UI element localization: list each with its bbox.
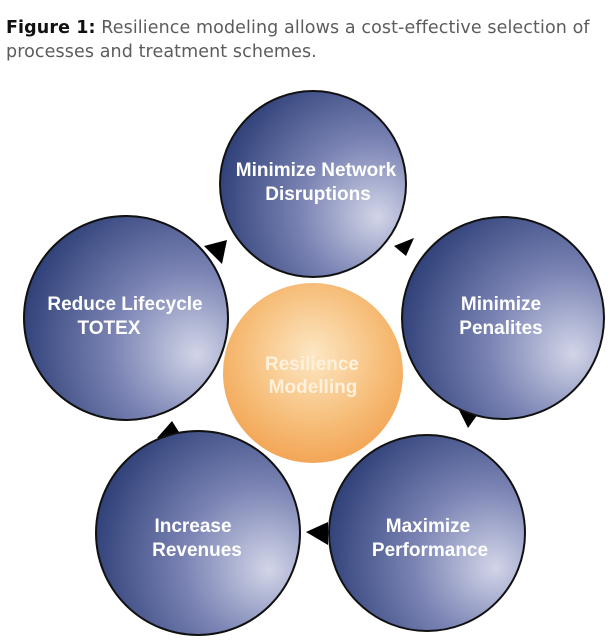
node-label-line2: Revenues xyxy=(152,540,242,561)
node-label-line2: Disruptions xyxy=(265,184,371,205)
node-circle xyxy=(328,434,526,632)
node-label-line2: Penalites xyxy=(459,318,542,339)
node-circle xyxy=(401,216,605,420)
center-resilience-modelling: Resilience Modelling xyxy=(223,283,403,463)
node-label-line1: Maximize xyxy=(386,516,470,537)
node-circle xyxy=(95,430,301,636)
node-label-line1: Reduce Lifecycle xyxy=(47,294,202,315)
center-circle xyxy=(223,283,403,463)
node-label-line1: Minimize Network xyxy=(236,160,397,181)
node-label-line2: Performance xyxy=(372,540,488,561)
node-circle xyxy=(23,215,229,421)
figure-caption: Figure 1: Resilience modeling allows a c… xyxy=(6,16,606,64)
node-minimize-penalites: Minimize Penalites xyxy=(401,216,605,420)
node-label-line2: TOTEX xyxy=(78,318,141,339)
center-label-line1: Resilience xyxy=(265,354,359,375)
node-reduce-lifecycle-totex: Reduce Lifecycle TOTEX xyxy=(23,215,229,421)
arrow-left-to-top xyxy=(204,240,227,264)
node-label-line1: Minimize xyxy=(461,294,541,315)
figure-caption-text: Resilience modeling allows a cost-effect… xyxy=(6,18,590,62)
figure-label: Figure 1: xyxy=(6,18,96,38)
node-circle xyxy=(219,90,407,278)
node-minimize-network-disruptions: Minimize Network Disruptions xyxy=(219,90,407,278)
node-increase-revenues: Increase Revenues xyxy=(95,430,301,636)
node-label-line1: Increase xyxy=(154,516,231,537)
arrow-bottom-right-to-bottom-left xyxy=(306,522,328,545)
center-label-line2: Modelling xyxy=(269,377,358,398)
arrow-top-to-right xyxy=(394,238,414,256)
node-maximize-performance: Maximize Performance xyxy=(328,434,526,632)
